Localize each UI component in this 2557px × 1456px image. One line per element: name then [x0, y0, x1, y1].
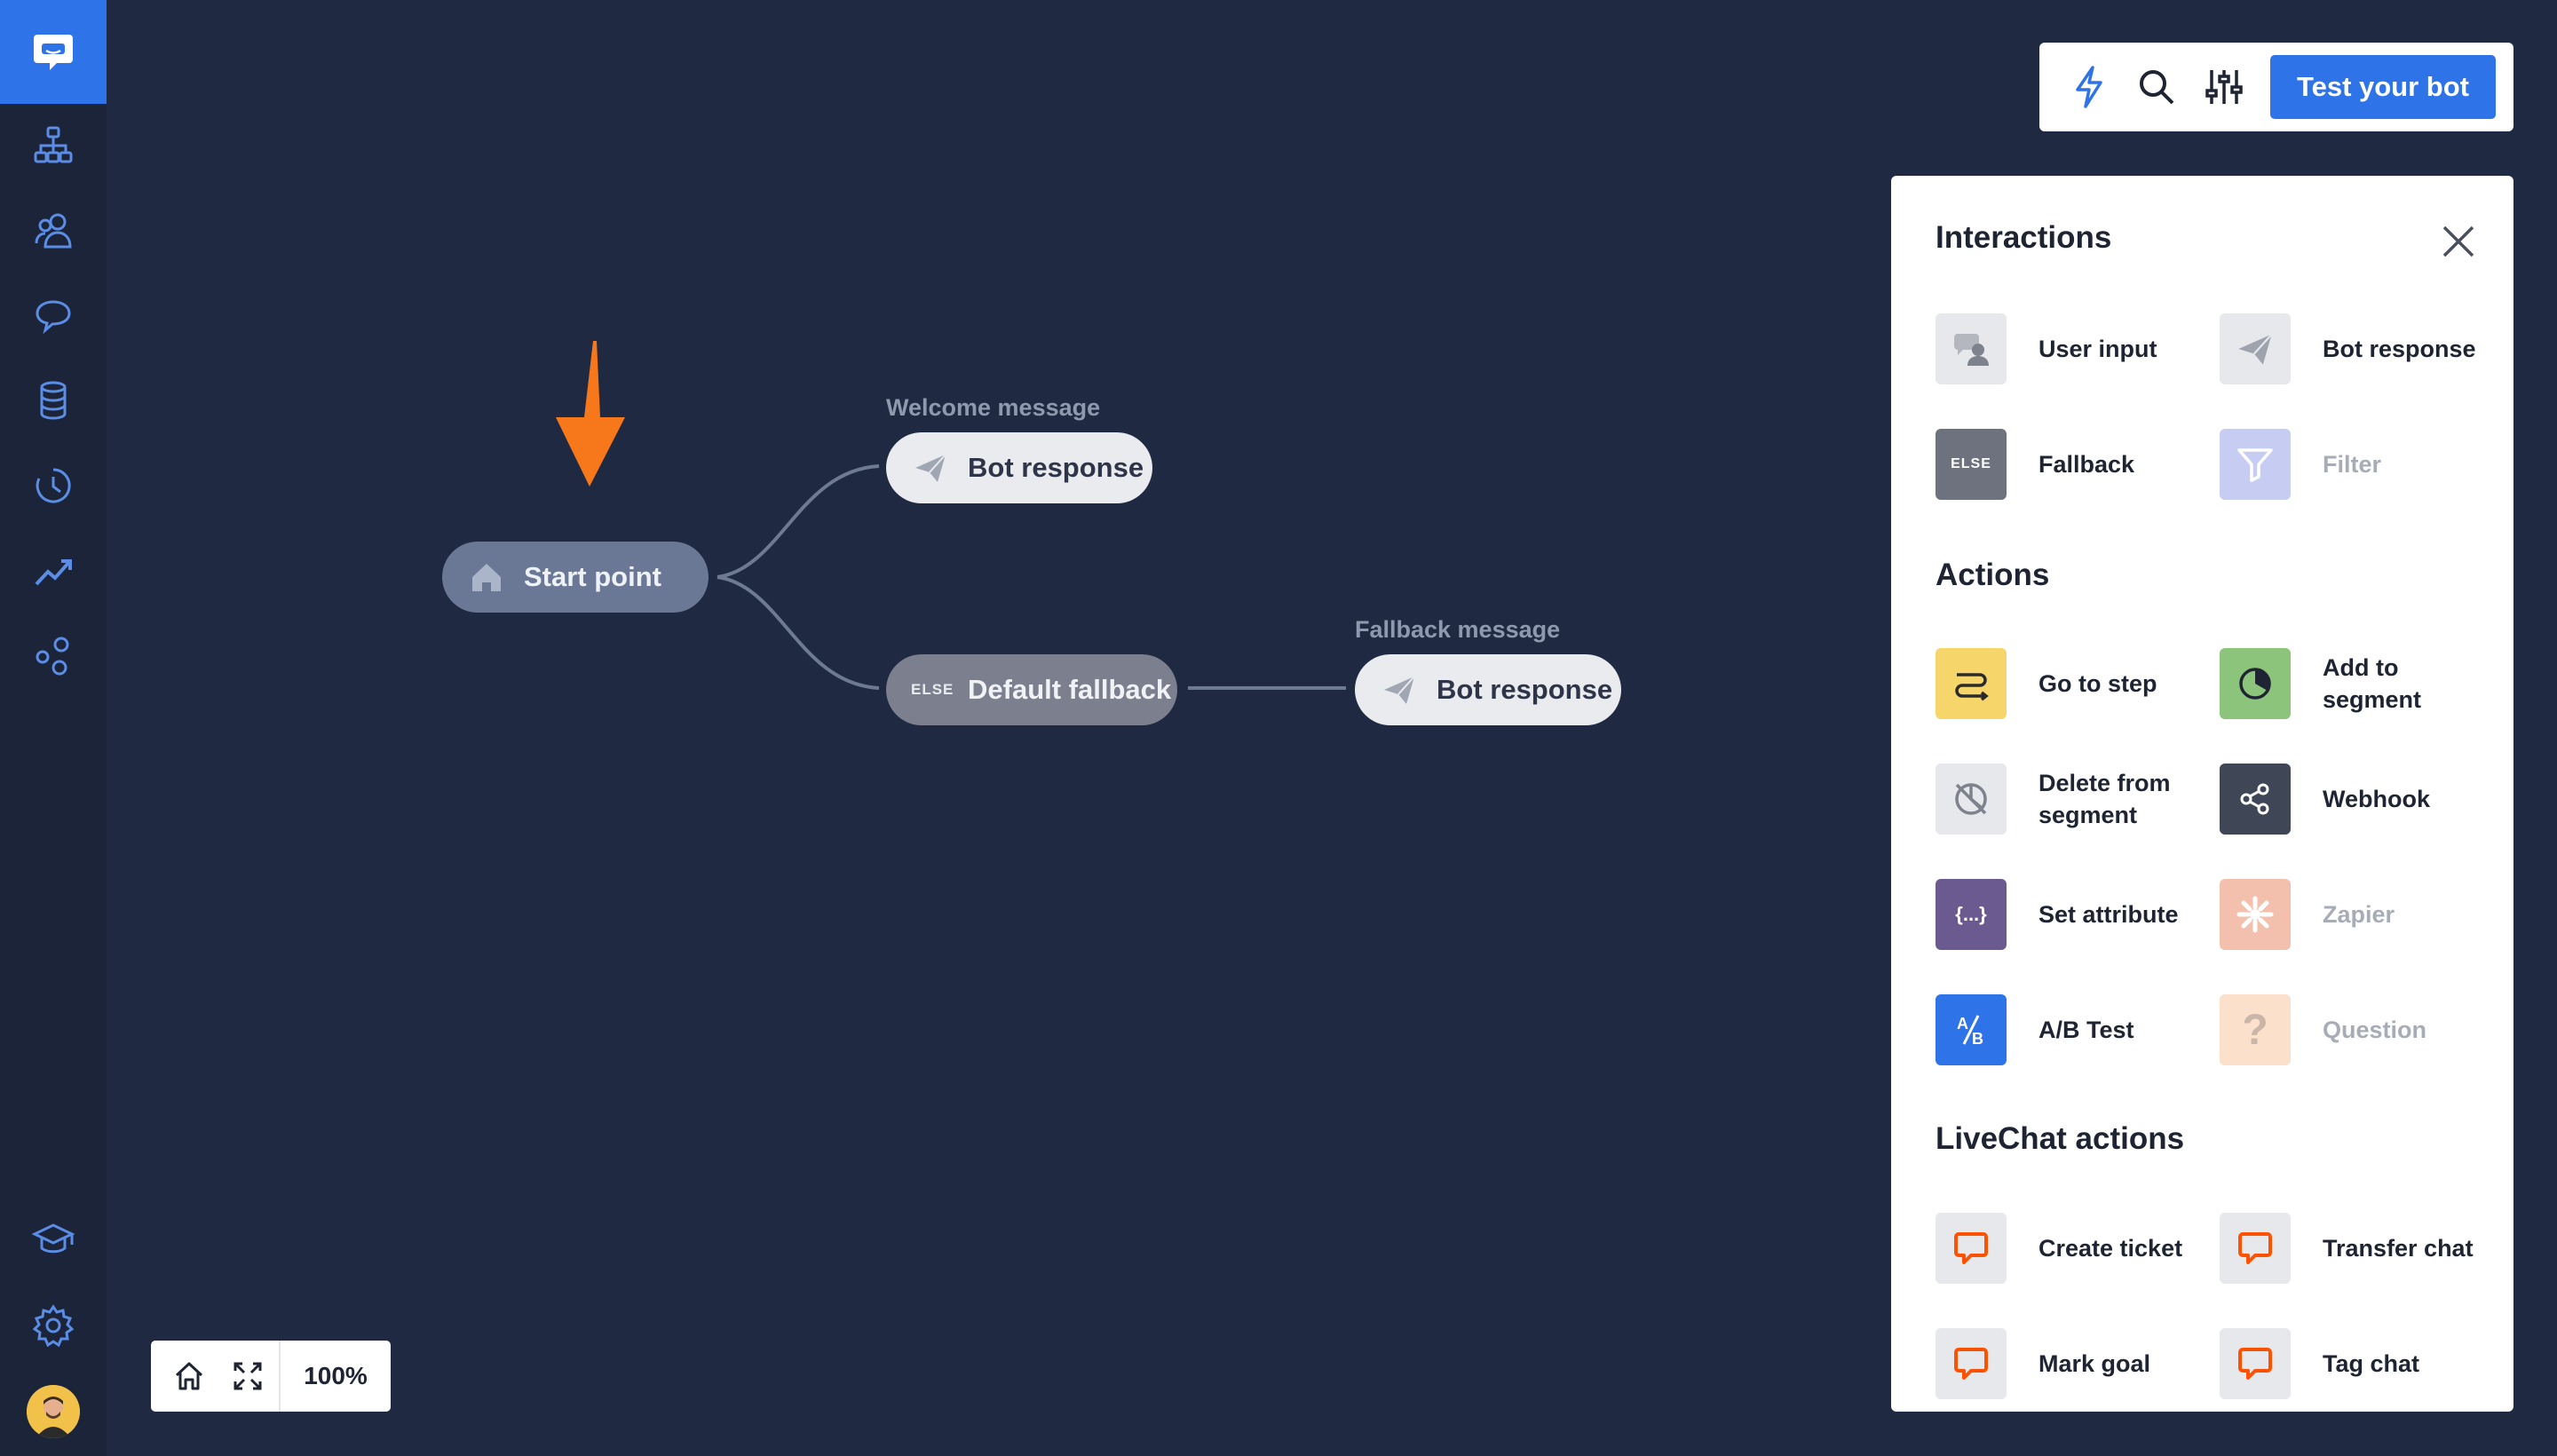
interaction-bot-response[interactable]: Bot response: [2220, 313, 2486, 384]
integrations-icon[interactable]: [27, 629, 80, 683]
action-label: Question: [2323, 1017, 2427, 1043]
zapier-icon: [2220, 879, 2291, 950]
interaction-label: Bot response: [2323, 336, 2476, 362]
default-fallback-label: Default fallback: [968, 674, 1172, 705]
else-icon: ELSE: [1936, 429, 2007, 500]
academy-icon[interactable]: [27, 1214, 80, 1267]
close-icon[interactable]: [2439, 222, 2478, 261]
svg-text:B: B: [1972, 1030, 1983, 1048]
livechat-mark-goal[interactable]: Mark goal: [1936, 1328, 2202, 1399]
divider: [279, 1341, 281, 1412]
svg-text:A: A: [1957, 1015, 1968, 1033]
livechat-transfer-chat[interactable]: Transfer chat: [2220, 1213, 2486, 1284]
action-go-to-step[interactable]: Go to step: [1936, 648, 2202, 719]
user-input-icon: [1936, 313, 2007, 384]
interaction-label: Fallback: [2038, 451, 2135, 478]
action-label: Set attribute: [2038, 901, 2179, 928]
livechat-label: Mark goal: [2038, 1350, 2151, 1377]
else-icon: ELSE: [911, 681, 954, 698]
delete-segment-icon: [1936, 764, 2007, 835]
livechat-label: Tag chat: [2323, 1350, 2420, 1377]
braces-icon: {...}: [1936, 879, 2007, 950]
livechat-icon: [2220, 1213, 2291, 1284]
database-icon[interactable]: [27, 374, 80, 427]
pointer-arrow-icon: [556, 341, 625, 487]
test-your-bot-button[interactable]: Test your bot: [2269, 55, 2496, 119]
action-zapier[interactable]: Zapier: [2220, 879, 2486, 950]
paper-plane-icon: [1380, 670, 1419, 709]
go-to-step-icon: [1936, 648, 2007, 719]
action-webhook[interactable]: Webhook: [2220, 764, 2486, 835]
home-icon[interactable]: [160, 1341, 218, 1412]
zoom-controls: 100%: [151, 1341, 391, 1412]
search-icon[interactable]: [2130, 60, 2183, 114]
analytics-icon[interactable]: [27, 544, 80, 597]
action-label: Delete from segment: [2038, 770, 2171, 828]
pie-chart-icon: [2220, 648, 2291, 719]
livechat-label: Transfer chat: [2323, 1235, 2474, 1262]
share-icon: [2220, 764, 2291, 835]
paper-plane-icon: [2220, 313, 2291, 384]
livechat-actions-heading: LiveChat actions: [1936, 1121, 2185, 1156]
action-question[interactable]: ? Question: [2220, 994, 2486, 1065]
interaction-label: Filter: [2323, 451, 2382, 478]
filter-icon: [2220, 429, 2291, 500]
action-label: Zapier: [2323, 901, 2395, 928]
home-icon: [467, 558, 506, 597]
livechat-icon: [2220, 1328, 2291, 1399]
paper-plane-icon: [911, 448, 950, 487]
sidebar: [0, 0, 107, 1456]
interaction-label: User input: [2038, 336, 2157, 362]
lightning-icon[interactable]: [2062, 60, 2116, 114]
livechat-create-ticket[interactable]: Create ticket: [1936, 1213, 2202, 1284]
default-fallback-node[interactable]: ELSE Default fallback: [886, 654, 1177, 725]
users-icon[interactable]: [27, 203, 80, 257]
action-label: A/B Test: [2038, 1017, 2134, 1043]
flow-tree-icon[interactable]: [27, 118, 80, 171]
action-add-to-segment[interactable]: Add to segment: [2220, 648, 2486, 719]
history-icon[interactable]: [27, 459, 80, 512]
action-label: Add to segment: [2323, 654, 2422, 713]
action-label: Go to step: [2038, 670, 2157, 697]
livechat-tag-chat[interactable]: Tag chat: [2220, 1328, 2486, 1399]
top-toolbar: Test your bot: [2039, 43, 2513, 131]
livechat-label: Create ticket: [2038, 1235, 2183, 1262]
fullscreen-icon[interactable]: [218, 1341, 277, 1412]
livechat-icon: [1936, 1213, 2007, 1284]
settings-icon[interactable]: [27, 1299, 80, 1352]
interaction-fallback[interactable]: ELSE Fallback: [1936, 429, 2202, 500]
action-label: Webhook: [2323, 786, 2430, 812]
interaction-user-input[interactable]: User input: [1936, 313, 2202, 384]
action-set-attribute[interactable]: {...} Set attribute: [1936, 879, 2202, 950]
question-icon: ?: [2220, 994, 2291, 1065]
brain-icon[interactable]: [27, 289, 80, 342]
start-point-label: Start point: [524, 561, 661, 592]
bot-response-label: Bot response: [1437, 674, 1613, 705]
bot-response-label: Bot response: [968, 452, 1144, 483]
start-point-node[interactable]: Start point: [442, 542, 709, 613]
actions-heading: Actions: [1936, 558, 2050, 592]
sliders-icon[interactable]: [2197, 60, 2251, 114]
action-delete-from-segment[interactable]: Delete from segment: [1936, 764, 2202, 835]
avatar[interactable]: [27, 1385, 80, 1438]
fallback-message-caption: Fallback message: [1355, 616, 1561, 643]
livechat-icon: [1936, 1328, 2007, 1399]
interactions-heading: Interactions: [1936, 220, 2112, 255]
welcome-message-caption: Welcome message: [886, 394, 1101, 421]
interactions-panel: Interactions User input Bot response ELS…: [1891, 176, 2513, 1412]
chatbot-logo-icon[interactable]: [0, 0, 107, 104]
zoom-level: 100%: [304, 1362, 368, 1389]
welcome-bot-response-node[interactable]: Bot response: [886, 432, 1152, 503]
fallback-bot-response-node[interactable]: Bot response: [1355, 654, 1621, 725]
interaction-filter[interactable]: Filter: [2220, 429, 2486, 500]
